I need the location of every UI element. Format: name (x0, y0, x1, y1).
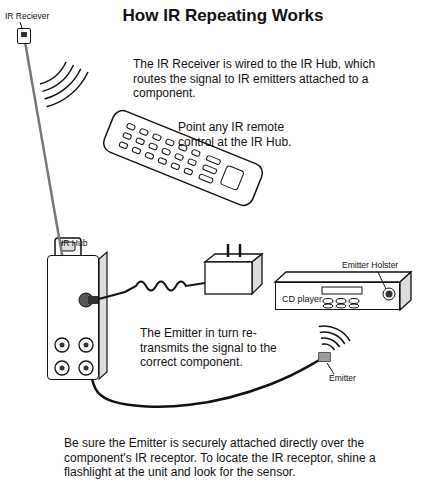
leader-line (327, 363, 334, 374)
power-cord (95, 282, 205, 301)
cd-player-top (275, 272, 411, 282)
power-plug (88, 296, 98, 304)
cd-buttons (323, 299, 359, 309)
ir-hub: IR Hub (47, 255, 99, 380)
hub-face (47, 255, 99, 380)
adapter-prong (227, 244, 230, 257)
cd-player-face (275, 282, 400, 310)
cd-display (322, 287, 362, 294)
ir-waves (319, 326, 350, 350)
part-label: IR Reciever (5, 12, 49, 21)
receiver-cable (25, 44, 62, 255)
caption-note: Be sure the Emitter is securely attached… (64, 436, 404, 480)
annotation-text: Point any IR remote control at the IR Hu… (178, 120, 316, 149)
emitter-holster-core (386, 291, 393, 298)
hub-side (99, 252, 107, 379)
power-adapter (205, 262, 252, 294)
emitter-holster (383, 288, 395, 300)
annotation-text: The Emitter in turn re-transmits the sig… (140, 326, 305, 370)
diagram-title: How IR Repeating Works (0, 6, 446, 26)
adapter-prong (239, 244, 242, 257)
ir-emitter: Emitter (318, 352, 331, 362)
adapter-side (252, 254, 262, 294)
cd-player: CD player (275, 282, 400, 310)
part-label: Emitter (329, 374, 356, 383)
annotation-text: The IR Receiver is wired to the IR Hub, … (133, 57, 378, 101)
ir-waves (40, 62, 88, 107)
part-label: CD player (282, 295, 322, 305)
receiver-body (17, 28, 31, 44)
ir-receiver: IR Reciever (17, 28, 31, 44)
part-label: Emitter Holster (342, 260, 398, 270)
leader-line (378, 272, 386, 289)
receiver-lens (21, 32, 27, 37)
part-label: IR Hub (61, 239, 87, 248)
emitter-ports (55, 338, 93, 375)
cd-player-side (400, 272, 411, 310)
